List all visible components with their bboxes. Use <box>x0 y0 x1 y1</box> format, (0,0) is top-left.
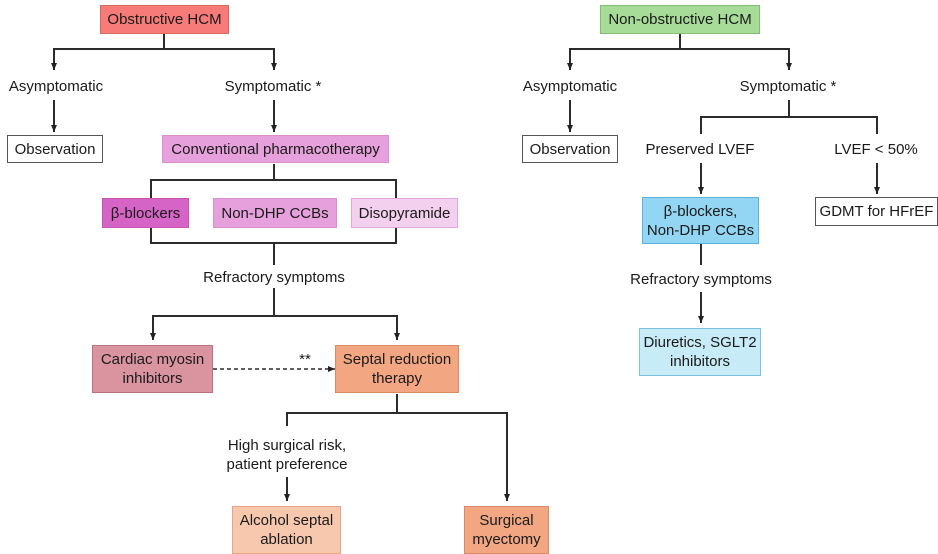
preserved-lvef-label: Preserved LVEF <box>645 141 755 158</box>
connector-srt-to-myectomy <box>397 412 510 501</box>
connector-root-to-symptomatic <box>164 48 277 70</box>
non-obstructive-hcm-label: Non-obstructive HCM <box>608 11 752 28</box>
gdmt-label: GDMT for HFrEF <box>819 203 934 220</box>
connector-root2-to-asymptomatic <box>567 33 681 70</box>
right-refractory-label: Refractory symptoms <box>630 271 772 288</box>
right-observation-box: Observation <box>522 135 618 163</box>
alcohol-septal-ablation-label: Alcohol septal ablation <box>239 512 334 548</box>
conventional-pharmacotherapy-label: Conventional pharmacotherapy <box>171 140 380 158</box>
alcohol-septal-ablation-box: Alcohol septal ablation <box>232 506 341 554</box>
connector-srt-to-risk <box>286 394 398 426</box>
right-asymptomatic-label: Asymptomatic <box>522 78 618 95</box>
left-observation-box: Observation <box>7 135 103 163</box>
diuretics-label: Diuretics, SGLT2 inhibitors <box>643 334 757 370</box>
reduced-lvef-label: LVEF < 50% <box>834 141 918 158</box>
non-dhp-ccbs-label: Non-DHP CCBs <box>221 204 329 222</box>
right-observation-label: Observation <box>529 140 611 158</box>
right-symptomatic-label: Symptomatic * <box>739 78 837 95</box>
left-observation-label: Observation <box>14 140 96 158</box>
surgical-myectomy-box: Surgical myectomy <box>464 506 549 554</box>
beta-blockers-box: β-blockers <box>102 198 189 228</box>
obstructive-hcm-label: Obstructive HCM <box>107 11 222 28</box>
high-surgical-risk-label: High surgical risk, patient preference <box>226 437 348 473</box>
disopyramide-label: Disopyramide <box>358 204 451 222</box>
left-symptomatic-label: Symptomatic * <box>224 78 322 95</box>
diuretics-box: Diuretics, SGLT2 inhibitors <box>639 328 761 376</box>
connector-to-preserved <box>700 100 790 134</box>
connector-to-cmi <box>150 288 275 340</box>
septal-reduction-therapy-box: Septal reduction therapy <box>335 345 459 393</box>
non-obstructive-hcm-box: Non-obstructive HCM <box>600 5 760 34</box>
conventional-pharmacotherapy-box: Conventional pharmacotherapy <box>162 135 389 163</box>
left-asymptomatic-label: Asymptomatic <box>8 78 104 95</box>
bb-ccb-label: β-blockers, Non-DHP CCBs <box>646 202 755 239</box>
obstructive-hcm-box: Obstructive HCM <box>100 5 229 34</box>
bb-ccb-box: β-blockers, Non-DHP CCBs <box>642 197 759 244</box>
connector-root2-to-symptomatic <box>680 48 792 70</box>
dashed-arrow-annotation: ** <box>299 351 311 368</box>
cardiac-myosin-inhibitors-label: Cardiac myosin inhibitors <box>100 351 205 387</box>
cardiac-myosin-inhibitors-box: Cardiac myosin inhibitors <box>92 345 213 393</box>
drug-sequence-bracket <box>150 164 397 244</box>
connector-to-reduced <box>789 116 878 134</box>
left-refractory-label: Refractory symptoms <box>203 269 345 286</box>
non-dhp-ccbs-box: Non-DHP CCBs <box>213 198 337 228</box>
connector-root-to-asymptomatic <box>51 33 165 70</box>
disopyramide-box: Disopyramide <box>351 198 458 228</box>
surgical-myectomy-label: Surgical myectomy <box>472 512 541 548</box>
connector-to-srt <box>274 315 400 340</box>
beta-blockers-label: β-blockers <box>110 204 181 222</box>
septal-reduction-therapy-label: Septal reduction therapy <box>342 351 452 387</box>
gdmt-box: GDMT for HFrEF <box>815 197 938 226</box>
